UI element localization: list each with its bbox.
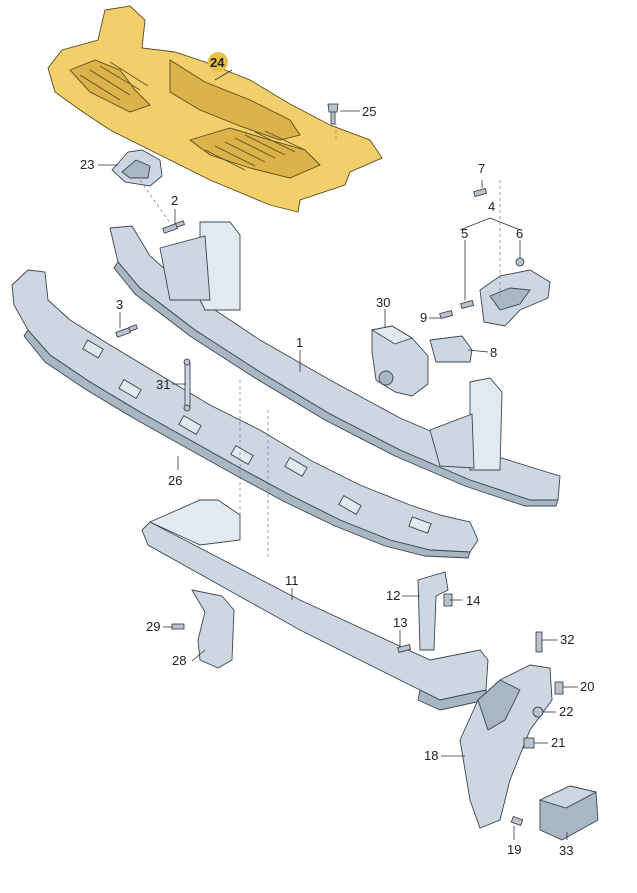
part-11-lower-crossmember[interactable]	[141, 499, 489, 711]
callout-14: 14	[466, 593, 480, 608]
callout-labels: 24 25 23 2 3 1 30 7 4 5 6 9 8 31 26 11 1…	[80, 52, 594, 858]
part-12-bracket[interactable]	[417, 571, 449, 651]
callout-9: 9	[420, 310, 427, 325]
part-25-bolt[interactable]	[327, 103, 339, 125]
callout-3: 3	[116, 297, 123, 312]
callout-21: 21	[551, 735, 565, 750]
callout-30: 30	[376, 295, 390, 310]
callout-32: 32	[560, 632, 574, 647]
part-1-bumper-carrier[interactable]	[109, 221, 561, 507]
callout-23: 23	[80, 157, 94, 172]
callout-13: 13	[393, 615, 407, 630]
callout-31: 31	[156, 377, 170, 392]
assembly-lines	[139, 124, 501, 560]
part-29-bolt[interactable]	[171, 623, 185, 630]
part-6-nut[interactable]	[515, 257, 525, 267]
callout-2: 2	[171, 193, 178, 208]
callout-8: 8	[490, 345, 497, 360]
callout-12: 12	[386, 588, 400, 603]
part-4-bracket-assembly[interactable]	[479, 269, 551, 327]
callout-33: 33	[559, 843, 573, 858]
part-8-clip[interactable]	[429, 335, 473, 363]
part-22-nut[interactable]	[532, 706, 544, 718]
callout-6: 6	[516, 226, 523, 241]
callout-19: 19	[507, 842, 521, 857]
part-30-sensor-holder[interactable]	[370, 325, 429, 397]
callout-1: 1	[296, 335, 303, 350]
part-2-bolt[interactable]	[162, 220, 185, 234]
callout-22: 22	[559, 704, 573, 719]
part-32-bolt[interactable]	[535, 631, 543, 653]
leader-lines	[98, 69, 578, 840]
callout-28: 28	[172, 653, 186, 668]
callout-29: 29	[146, 619, 160, 634]
part-20-bolt[interactable]	[554, 681, 564, 695]
part-28-bracket[interactable]	[191, 589, 235, 669]
callout-24-highlight	[208, 52, 228, 72]
part-3-bolt[interactable]	[115, 324, 138, 338]
callout-11: 11	[285, 573, 299, 588]
part-13-bolt[interactable]	[397, 644, 412, 653]
part-9-bolt[interactable]	[439, 310, 454, 319]
part-31-strap[interactable]	[183, 358, 191, 412]
callout-7: 7	[478, 161, 485, 176]
callout-5: 5	[461, 226, 468, 241]
part-19-bolt[interactable]	[510, 815, 524, 827]
part-23-bracket[interactable]	[111, 149, 163, 187]
part-26-energy-absorber[interactable]	[11, 269, 479, 559]
part-21-nut[interactable]	[523, 737, 535, 749]
callout-18: 18	[424, 748, 438, 763]
part-24-underbody-shield[interactable]	[47, 5, 383, 213]
callout-4: 4	[488, 199, 495, 214]
part-5-bolt[interactable]	[460, 300, 475, 309]
part-7-bolt[interactable]	[473, 188, 488, 197]
callout-26: 26	[168, 473, 182, 488]
callout-25: 25	[362, 104, 376, 119]
part-33-control-unit[interactable]	[538, 785, 599, 841]
callout-20: 20	[580, 679, 594, 694]
callout-24: 24	[210, 55, 225, 70]
